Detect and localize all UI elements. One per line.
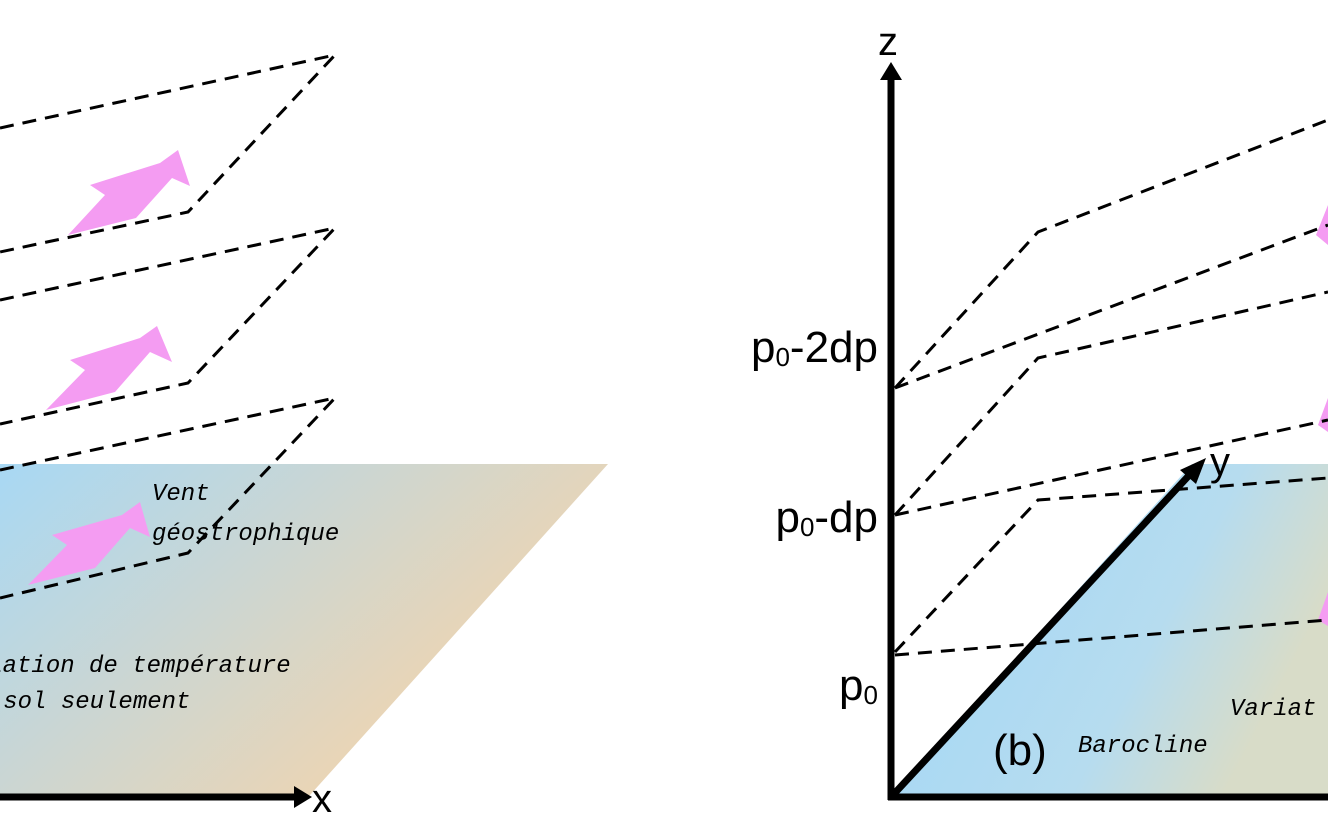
type-label: Barocline: [1078, 733, 1208, 760]
wind-arrow-icon: [28, 502, 150, 585]
ground-plane-left: [0, 464, 608, 795]
y-axis: [890, 467, 1197, 798]
level-label-p0: p0: [839, 661, 878, 710]
isobaric-surfaces-left: [0, 52, 340, 600]
ground-plane-right: [890, 464, 1328, 797]
z-axis-arrowhead-icon: [880, 62, 902, 80]
panel-label: (b): [993, 726, 1047, 775]
y-axis-label: y: [1210, 440, 1230, 484]
wind-arrow-icon: [46, 326, 172, 410]
z-axis-label: z: [878, 20, 898, 64]
x-axis-arrowhead-icon: [294, 786, 312, 808]
level-label-p0-dp: p0-dp: [775, 493, 878, 542]
level-label-p0-2dp: p0-2dp: [751, 323, 878, 372]
wind-label-line1: Vent: [152, 481, 210, 508]
wind-label-line2: géostrophique: [152, 521, 339, 548]
wind-arrow-icon: [1316, 205, 1328, 245]
x-axis-label: x: [312, 777, 332, 821]
wind-arrow-icon: [1318, 398, 1328, 432]
isobaric-surfaces-right: [893, 118, 1328, 657]
right-panel: y z p0-2dp p0-dp p0 (b) Barocline Variat: [751, 20, 1328, 801]
temp-label-line1: Variation de température: [0, 653, 291, 680]
temp-label-line2: au sol seulement: [0, 689, 190, 716]
wind-arrow-icon: [68, 150, 190, 235]
wind-arrow-icon: [1318, 592, 1328, 626]
y-axis-arrowhead-icon: [1180, 458, 1206, 484]
left-panel: x Vent géostrophique Variation de tempér…: [0, 52, 608, 821]
temp-label-fragment: Variat: [1230, 696, 1316, 723]
